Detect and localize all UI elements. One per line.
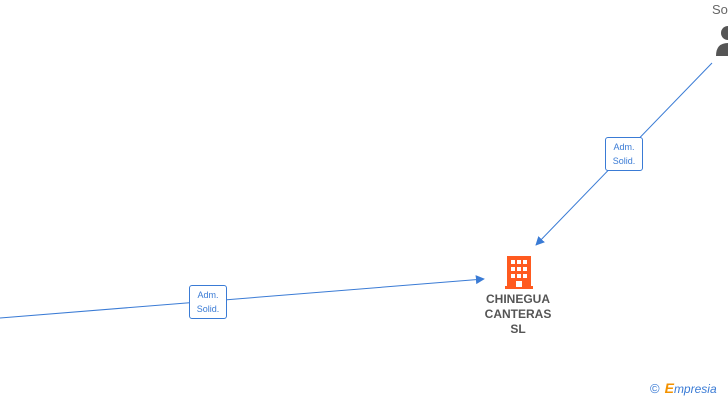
company-name[interactable]: CHINEGUA CANTERAS SL — [472, 292, 564, 337]
edge-label-line: Adm. — [197, 290, 219, 300]
brand-logo-initial: E — [664, 380, 674, 396]
company-name-line: CHINEGUA — [485, 292, 550, 306]
person-name[interactable]: So — [712, 2, 728, 17]
watermark: © Empresia — [650, 380, 717, 396]
person-icon[interactable] — [716, 26, 728, 56]
building-icon[interactable] — [505, 256, 533, 289]
company-name-line: SL — [510, 322, 526, 336]
edge-line-left-to-company — [0, 275, 485, 319]
brand-logo-text: mpresia — [673, 382, 717, 396]
edge-label-line: Solid. — [612, 156, 636, 166]
edge-label-line: Solid. — [196, 304, 220, 314]
edge-label-person-company[interactable]: Adm. Solid. — [605, 137, 643, 171]
copyright-symbol: © — [650, 381, 660, 396]
company-name-line: CANTERAS — [484, 307, 552, 321]
edge-label-line: Adm. — [613, 142, 635, 152]
edge-label-left-company[interactable]: Adm. Solid. — [189, 285, 227, 319]
